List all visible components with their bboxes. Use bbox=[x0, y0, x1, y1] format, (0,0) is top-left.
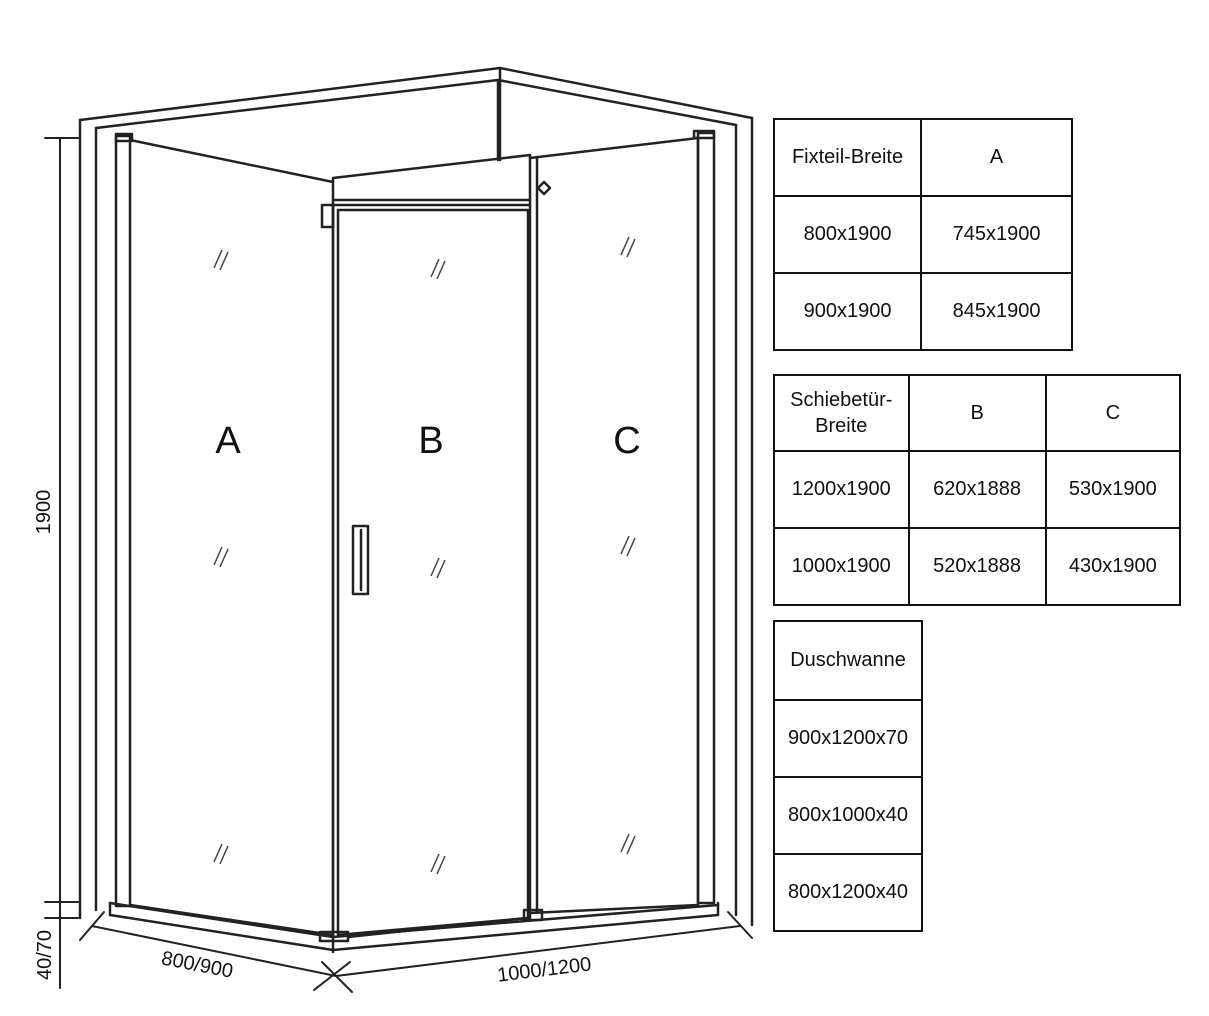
panel-b-label: B bbox=[418, 420, 443, 462]
right-wall-profile bbox=[696, 131, 716, 905]
rail-stopper bbox=[536, 180, 552, 196]
table-row: 900x1900 845x1900 bbox=[772, 272, 1073, 351]
table-cell: 1000x1900 bbox=[773, 527, 910, 606]
table-cell: 800x1900 bbox=[772, 195, 923, 274]
sliding-door-table: Schiebetür- Breite B C 1200x1900 620x188… bbox=[773, 374, 1182, 606]
table-cell: 900x1200x70 bbox=[773, 699, 923, 778]
glass-hatch bbox=[430, 557, 446, 579]
table-header-cell: Schiebetür- Breite bbox=[773, 374, 910, 452]
table-cell: 800x1000x40 bbox=[773, 776, 923, 855]
wall-top-inner bbox=[94, 78, 738, 130]
table-cell: 620x1888 bbox=[907, 450, 1047, 529]
glass-hatch bbox=[620, 535, 636, 557]
table-header-cell: Fixteil-Breite bbox=[772, 118, 923, 197]
table-row: 900x1200x70 bbox=[773, 699, 923, 778]
top-rail bbox=[331, 153, 532, 207]
table-cell: 1200x1900 bbox=[773, 450, 910, 529]
door-bottom-guide bbox=[522, 908, 544, 922]
glass-hatch bbox=[430, 853, 446, 875]
table-cell: 900x1900 bbox=[772, 272, 923, 351]
table-row: 800x1200x40 bbox=[773, 853, 923, 932]
glass-hatch bbox=[213, 843, 229, 865]
table-cell: 800x1200x40 bbox=[773, 853, 923, 932]
table-cell: 430x1900 bbox=[1044, 527, 1182, 606]
width-dim-tick-right bbox=[727, 911, 753, 939]
tray-height-dimension-label: 40/70 bbox=[34, 930, 56, 980]
width-dim-line bbox=[335, 925, 741, 977]
panel-c-glass bbox=[528, 136, 700, 915]
table-header-row: Duschwanne bbox=[773, 620, 923, 701]
table-cell: 530x1900 bbox=[1044, 450, 1182, 529]
right-profile-cap bbox=[692, 129, 716, 140]
table-header-cell: B bbox=[907, 374, 1047, 452]
table-header-cell: Duschwanne bbox=[773, 620, 923, 701]
table-header-cell: A bbox=[920, 118, 1073, 197]
door-handle bbox=[351, 524, 370, 596]
table-cell: 745x1900 bbox=[920, 195, 1073, 274]
panel-a-glass bbox=[128, 138, 335, 937]
panel-c-label: C bbox=[613, 420, 640, 462]
glass-hatch bbox=[430, 258, 446, 280]
height-dimension-label: 1900 bbox=[33, 490, 55, 535]
panel-a-label: A bbox=[215, 420, 241, 462]
table-cell: 520x1888 bbox=[907, 527, 1047, 606]
width-dim-tick-left bbox=[321, 961, 353, 993]
header-line: Schiebetür- bbox=[790, 389, 893, 411]
shower-tray-bottom bbox=[108, 913, 720, 952]
table-cell: 845x1900 bbox=[920, 272, 1073, 351]
depth-dim-tick-right bbox=[313, 961, 351, 991]
shower-tray-table: Duschwanne 900x1200x70 800x1000x40 800x1… bbox=[773, 620, 923, 932]
table-row: 1000x1900 520x1888 430x1900 bbox=[773, 527, 1182, 606]
glass-hatch bbox=[213, 546, 229, 568]
table-header-row: Schiebetür- Breite B C bbox=[773, 374, 1182, 452]
table-row: 1200x1900 620x1888 530x1900 bbox=[773, 450, 1182, 529]
fixed-panel-table: Fixteil-Breite A 800x1900 745x1900 900x1… bbox=[772, 118, 1073, 351]
wall-top-outline bbox=[78, 66, 754, 122]
bottom-track bbox=[346, 916, 530, 939]
table-row: 800x1900 745x1900 bbox=[772, 195, 1073, 274]
width-dimension-label: 1000/1200 bbox=[496, 953, 593, 986]
table-row: 800x1000x40 bbox=[773, 776, 923, 855]
glass-hatch bbox=[620, 236, 636, 258]
left-wall-profile bbox=[114, 134, 132, 908]
table-header-row: Fixteil-Breite A bbox=[772, 118, 1073, 197]
glass-hatch bbox=[620, 833, 636, 855]
left-profile-cap bbox=[114, 132, 134, 143]
header-line: Breite bbox=[815, 415, 868, 437]
depth-dim-line bbox=[91, 925, 337, 977]
depth-dim-tick-left bbox=[79, 911, 105, 941]
table-header-cell: C bbox=[1044, 374, 1182, 452]
glass-hatch bbox=[213, 249, 229, 271]
rail-clamp bbox=[320, 203, 335, 229]
